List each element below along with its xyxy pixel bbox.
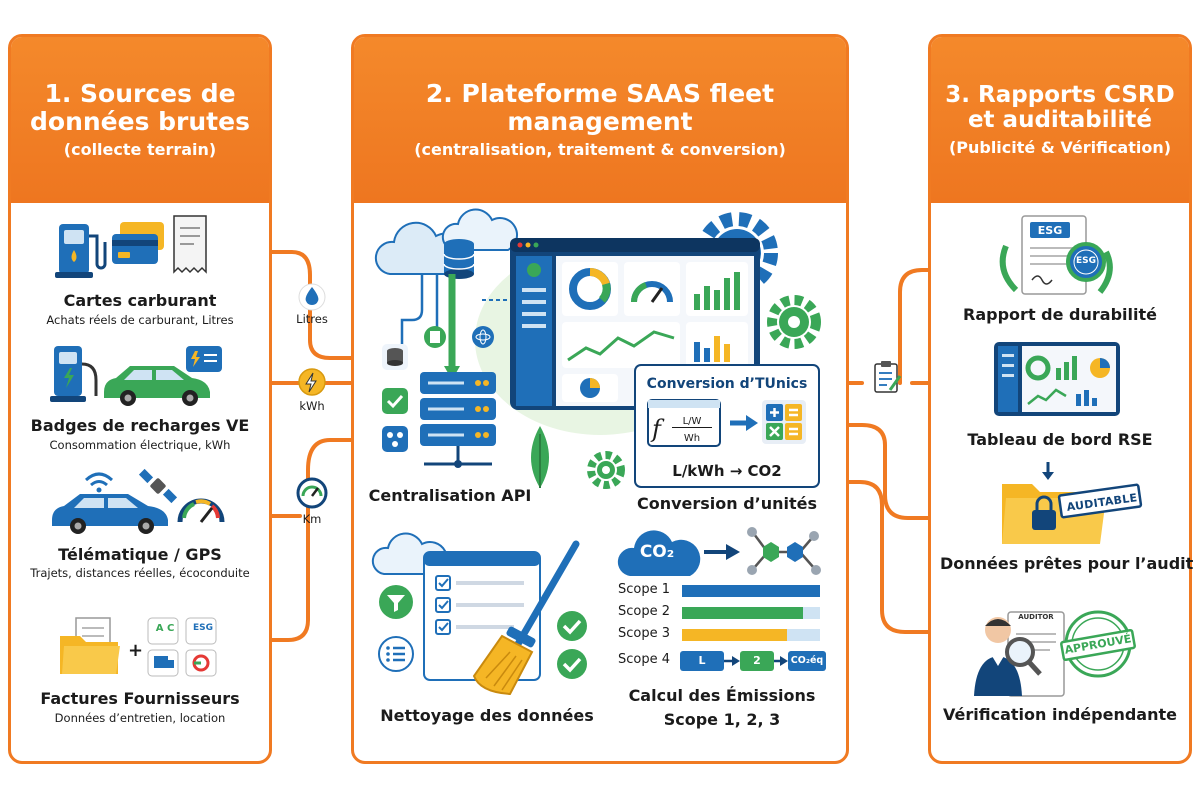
- gear-icon: [587, 451, 625, 489]
- nodes-icon: [382, 426, 408, 452]
- clipboard-icon: [874, 361, 902, 393]
- esg-doc-label: ESG: [1037, 224, 1063, 237]
- source-subtitle: Données d’entretien, location: [54, 711, 226, 725]
- speedometer-icon: [296, 477, 328, 509]
- source-subtitle: Consommation électrique, kWh: [49, 438, 231, 452]
- auditable-folder-icon: [1002, 462, 1143, 544]
- satellite-icon: [138, 468, 178, 504]
- formula-numerator: L/W: [672, 416, 712, 428]
- server-icon: [420, 372, 496, 468]
- document-node-icon: [424, 326, 446, 348]
- scope4-chip: L: [698, 654, 706, 667]
- sources-panel-subtitle: (collecte terrain): [63, 140, 217, 160]
- auditor-label: AUDITOR: [1018, 613, 1054, 621]
- source-title: Factures Fournisseurs: [40, 689, 240, 708]
- cleaning-label: Nettoyage des données: [380, 706, 594, 725]
- gear-icon: [767, 295, 821, 349]
- logo-text: ESG: [192, 623, 214, 633]
- data-flow-lines: [400, 274, 507, 380]
- battery-card-icon: [186, 346, 222, 372]
- output-title: Tableau de bord RSE: [967, 430, 1153, 449]
- sources-panel-header: 1. Sources de données brutes (collecte t…: [11, 37, 269, 203]
- emissions-label: Scope 1, 2, 3: [663, 710, 781, 729]
- scope-label: Scope 2: [618, 604, 671, 619]
- centralisation-label: Centralisation API: [368, 486, 532, 505]
- source-subtitle: Achats réels de carburant, Litres: [46, 313, 234, 327]
- scope-bar: [682, 585, 820, 597]
- output-title: Données prêtes pour l’audit: [940, 554, 1194, 573]
- scope-bar: [682, 607, 803, 619]
- platform-panel-subtitle: (centralisation, traitement & conversion…: [414, 140, 786, 160]
- scope-label: Scope 3: [618, 626, 671, 641]
- water-drop-icon: [298, 283, 326, 311]
- rse-dashboard-icon: [994, 342, 1120, 416]
- wifi-icon: [84, 472, 114, 493]
- molecule-icon: [747, 527, 821, 575]
- unit-label: kWh: [299, 399, 325, 413]
- connected-car-icon: [52, 494, 168, 534]
- credit-card-icon: [112, 222, 164, 264]
- platform-panel-header: 2. Plateforme SAAS fleet management (cen…: [354, 37, 846, 203]
- source-title: Badges de recharges VE: [30, 416, 250, 435]
- esg-seal-label: ESG: [1075, 256, 1097, 266]
- scope4-chip: CO₂éq: [790, 655, 824, 666]
- sources-panel-title: 1. Sources de données brutes: [30, 79, 250, 137]
- receipt-icon: [173, 215, 207, 274]
- source-title: Cartes carburant: [63, 291, 217, 310]
- lightning-icon: [298, 368, 326, 396]
- fuel-pump-icon: [55, 224, 107, 278]
- broom-icon: [472, 540, 580, 696]
- ev-charger-icon: [50, 346, 98, 402]
- unit-label: Litres: [296, 312, 328, 326]
- conversion-box-title: Conversion d’TUnics: [646, 376, 808, 392]
- reports-panel: 3. Rapports CSRD et auditabilité (Public…: [928, 34, 1192, 764]
- database-icon: [443, 239, 475, 279]
- database-node-icon: [382, 344, 408, 370]
- scope4-flow: [680, 651, 826, 671]
- conversion-label: Conversion d’unités: [636, 494, 818, 513]
- reports-panel-header: 3. Rapports CSRD et auditabilité (Public…: [931, 37, 1189, 203]
- leaf-icon: [531, 426, 549, 488]
- atom-node-icon: [472, 326, 494, 348]
- scope-label: Scope 1: [618, 582, 671, 597]
- unit-label: Km: [302, 512, 322, 526]
- formula-f: f: [652, 415, 661, 443]
- scope-bar: [682, 629, 787, 641]
- check-circle-icon: [557, 611, 587, 641]
- reports-panel-title: 3. Rapports CSRD et auditabilité: [945, 81, 1175, 134]
- output-title: Vérification indépendante: [943, 705, 1177, 724]
- list-icon: [378, 636, 414, 672]
- co2-badge: CO₂: [639, 542, 675, 562]
- electric-car-icon: [104, 366, 210, 406]
- formula-denominator: Wh: [683, 433, 701, 444]
- auditor-icon: [974, 610, 1136, 697]
- plus-icon: +: [128, 640, 144, 661]
- co2-cloud-icon: [617, 530, 701, 576]
- check-node-icon: [382, 388, 408, 414]
- folder-icon: [60, 617, 120, 674]
- gauge-icon: [177, 498, 225, 523]
- scope4-chip: 2: [753, 654, 761, 667]
- filter-icon: [379, 585, 413, 619]
- emissions-label: Calcul des Émissions: [628, 686, 816, 705]
- output-title: Rapport de durabilité: [963, 305, 1157, 324]
- conversion-box: [634, 364, 820, 488]
- esg-report-icon: [999, 215, 1113, 295]
- logo-text: A C: [155, 623, 175, 634]
- reports-panel-subtitle: (Publicité & Vérification): [948, 138, 1172, 158]
- conversion-result: L/kWh → CO2: [672, 462, 782, 480]
- check-circle-icon: [557, 649, 587, 679]
- scope-label: Scope 4: [618, 652, 671, 667]
- platform-panel-title: 2. Plateforme SAAS fleet management: [425, 79, 775, 137]
- supplier-logos-icon: [147, 617, 217, 677]
- source-title: Télématique / GPS: [58, 545, 222, 564]
- arrow-right-icon: [704, 544, 740, 560]
- source-subtitle: Trajets, distances réelles, écoconduite: [30, 566, 250, 580]
